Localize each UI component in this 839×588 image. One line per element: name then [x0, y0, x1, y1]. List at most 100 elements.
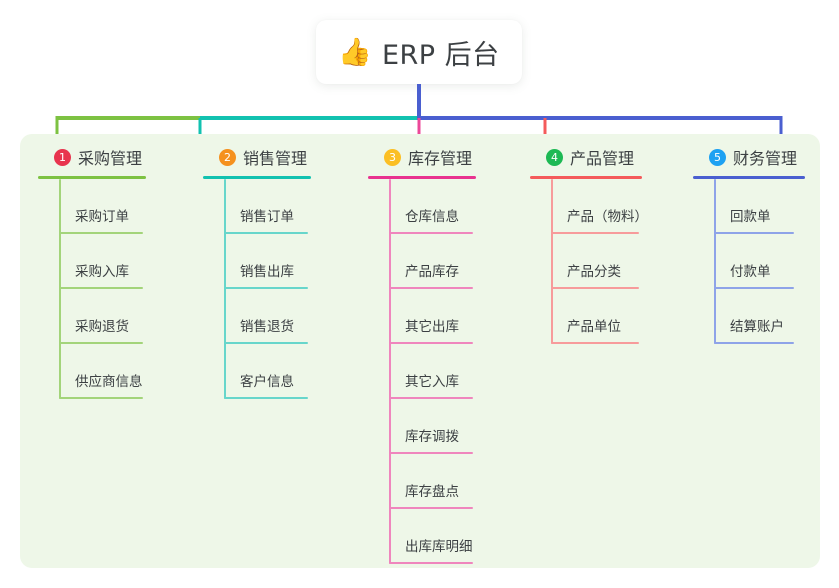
list-item-label: 仓库信息 [405, 209, 459, 225]
list-item-rule [551, 287, 639, 289]
list-item-rule [224, 287, 308, 289]
list-item[interactable]: 产品库存 [389, 234, 518, 289]
list-item-rule [551, 232, 639, 234]
list-item[interactable]: 客户信息 [224, 344, 353, 399]
list-item-rule [224, 397, 308, 399]
list-item-label: 其它出库 [405, 319, 459, 335]
list-item-rule [59, 342, 143, 344]
list-item-label: 出库库明细 [405, 539, 473, 555]
list-item-rule [389, 397, 473, 399]
root-node-card[interactable]: 👍 ERP 后台 [316, 20, 522, 84]
thumbs-up-icon: 👍 [338, 36, 372, 68]
column-5: 5 财务管理回款单付款单结算账户 [693, 144, 828, 344]
list-item[interactable]: 采购订单 [59, 179, 188, 234]
list-item-label: 库存调拨 [405, 429, 459, 445]
list-item-label: 供应商信息 [75, 374, 143, 390]
list-item[interactable]: 销售出库 [224, 234, 353, 289]
column-2: 2 销售管理销售订单销售出库销售退货客户信息 [203, 144, 353, 399]
list-item[interactable]: 产品单位 [551, 289, 675, 344]
column-spine-4 [551, 179, 553, 344]
list-item-label: 采购退货 [75, 319, 129, 335]
column-header-rule-1 [38, 176, 146, 179]
column-header-rule-5 [693, 176, 805, 179]
column-header-4[interactable]: 4 产品管理 [530, 144, 675, 170]
list-item-rule [389, 232, 473, 234]
list-item[interactable]: 产品（物料） [551, 179, 675, 234]
column-header-rule-3 [368, 176, 476, 179]
list-item[interactable]: 其它入库 [389, 344, 518, 399]
column-items-4: 产品（物料） 产品分类产品单位 [551, 179, 675, 344]
column-items-3: 仓库信息产品库存其它出库其它入库库存调拨库存盘点出库库明细 [389, 179, 518, 564]
list-item[interactable]: 出库库明细 [389, 509, 518, 564]
column-items-1: 采购订单采购入库采购退货供应商信息 [59, 179, 188, 399]
list-item[interactable]: 供应商信息 [59, 344, 188, 399]
list-item-label: 产品分类 [567, 264, 621, 280]
list-item-rule [389, 342, 473, 344]
list-item-label: 结算账户 [730, 319, 784, 335]
column-title-1: 采购管理 [78, 149, 143, 168]
column-badge-4: 4 [546, 148, 563, 166]
column-header-rule-2 [203, 176, 311, 179]
list-item-rule [59, 287, 143, 289]
column-4: 4 产品管理产品（物料） 产品分类产品单位 [530, 144, 675, 344]
list-item-label: 销售出库 [240, 264, 294, 280]
column-badge-1: 1 [54, 148, 71, 166]
list-item-label: 采购订单 [75, 209, 129, 225]
column-spine-2 [224, 179, 226, 399]
diagram-panel [20, 134, 820, 568]
list-item-label: 其它入库 [405, 374, 459, 390]
list-item[interactable]: 仓库信息 [389, 179, 518, 234]
list-item[interactable]: 库存调拨 [389, 399, 518, 454]
column-header-5[interactable]: 5 财务管理 [693, 144, 828, 170]
list-item-rule [224, 342, 308, 344]
list-item-rule [714, 232, 794, 234]
list-item[interactable]: 回款单 [714, 179, 828, 234]
list-item[interactable]: 采购入库 [59, 234, 188, 289]
column-badge-2: 2 [219, 148, 236, 166]
column-title-5: 财务管理 [733, 149, 798, 168]
column-header-1[interactable]: 1 采购管理 [38, 144, 188, 170]
column-items-5: 回款单付款单结算账户 [714, 179, 828, 344]
list-item[interactable]: 其它出库 [389, 289, 518, 344]
list-item[interactable]: 付款单 [714, 234, 828, 289]
list-item-rule [389, 452, 473, 454]
list-item[interactable]: 产品分类 [551, 234, 675, 289]
column-header-rule-4 [530, 176, 642, 179]
list-item[interactable]: 库存盘点 [389, 454, 518, 509]
list-item[interactable]: 结算账户 [714, 289, 828, 344]
column-spine-3 [389, 179, 391, 564]
list-item-label: 产品库存 [405, 264, 459, 280]
list-item-label: 产品单位 [567, 319, 621, 335]
list-item-rule [389, 562, 473, 564]
list-item-label: 客户信息 [240, 374, 294, 390]
column-spine-5 [714, 179, 716, 344]
list-item-rule [551, 342, 639, 344]
list-item-rule [224, 232, 308, 234]
list-item-label: 产品（物料） [567, 209, 648, 225]
list-item-rule [389, 507, 473, 509]
list-item[interactable]: 采购退货 [59, 289, 188, 344]
column-header-2[interactable]: 2 销售管理 [203, 144, 353, 170]
list-item-rule [714, 287, 794, 289]
root-node-title: ERP 后台 [381, 39, 500, 71]
list-item-label: 销售退货 [240, 319, 294, 335]
list-item-label: 付款单 [730, 264, 771, 280]
list-item-rule [59, 232, 143, 234]
list-item-rule [389, 287, 473, 289]
list-item-label: 销售订单 [240, 209, 294, 225]
list-item-label: 库存盘点 [405, 484, 459, 500]
list-item-rule [714, 342, 794, 344]
list-item-label: 采购入库 [75, 264, 129, 280]
column-title-4: 产品管理 [570, 149, 635, 168]
list-item-rule [59, 397, 143, 399]
list-item[interactable]: 销售退货 [224, 289, 353, 344]
list-item[interactable]: 销售订单 [224, 179, 353, 234]
column-title-3: 库存管理 [408, 149, 473, 168]
list-item-label: 回款单 [730, 209, 771, 225]
column-badge-5: 5 [709, 148, 726, 166]
column-title-2: 销售管理 [243, 149, 308, 168]
column-1: 1 采购管理采购订单采购入库采购退货供应商信息 [38, 144, 188, 399]
column-spine-1 [59, 179, 61, 399]
